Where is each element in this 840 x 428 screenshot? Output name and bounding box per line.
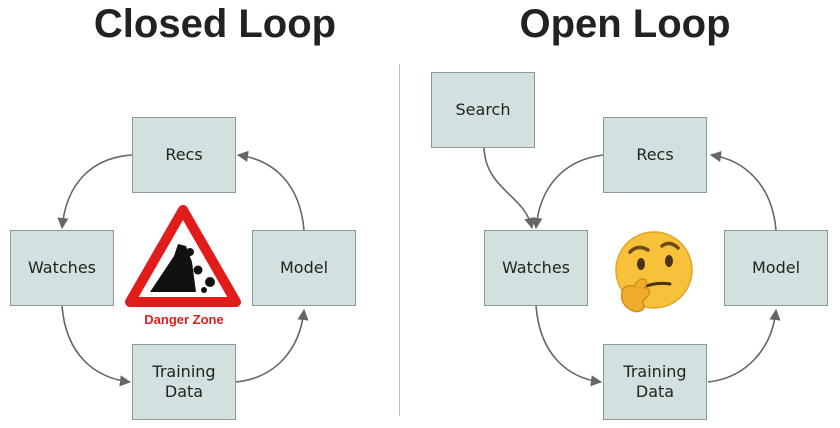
open-model-box: Model	[724, 230, 828, 306]
closed-arrow-training-to-model	[235, 308, 309, 383]
closed-arrow-model-to-recs	[236, 150, 305, 231]
open-arrow-training-to-model	[707, 308, 781, 383]
section-divider	[399, 64, 400, 416]
closed-watches-box: Watches	[10, 230, 114, 306]
closed-arrow-recs-to-watches	[57, 154, 133, 230]
falling-rocks-warning-sign-icon	[125, 205, 241, 307]
open-arrow-model-to-recs	[709, 150, 777, 231]
closed-loop-title: Closed Loop	[93, 2, 337, 46]
danger-zone-label: Danger Zone	[144, 312, 224, 327]
open-watches-box: Watches	[484, 230, 588, 306]
closed-model-box: Model	[252, 230, 356, 306]
open-arrow-watches-to-training	[535, 305, 603, 387]
open-training-data-box: Training Data	[603, 344, 707, 420]
closed-training-data-box: Training Data	[132, 344, 236, 420]
open-loop-title: Open Loop	[519, 2, 731, 46]
thinking-face-emoji-icon	[615, 231, 693, 313]
closed-arrow-watches-to-training	[61, 305, 132, 387]
open-arrow-recs-to-watches	[531, 154, 604, 230]
open-recs-box: Recs	[603, 117, 707, 193]
open-arrow-search-to-watches	[483, 147, 536, 230]
open-search-box: Search	[431, 72, 535, 148]
closed-recs-box: Recs	[132, 117, 236, 193]
